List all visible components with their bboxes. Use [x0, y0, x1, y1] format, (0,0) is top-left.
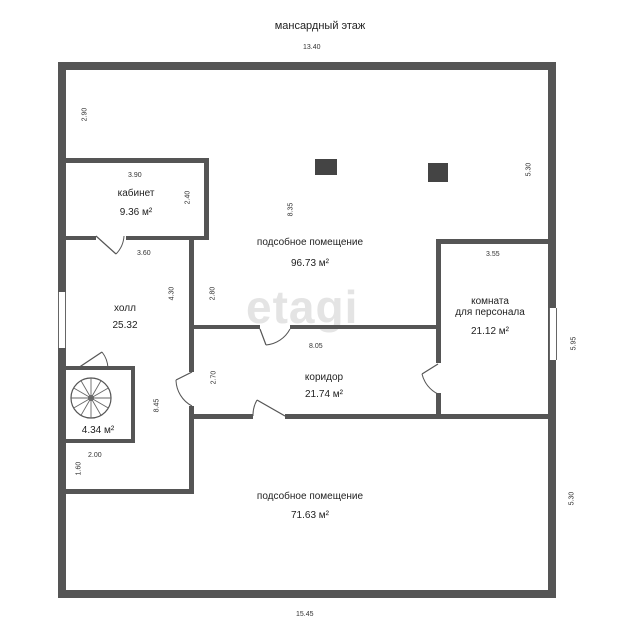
- outer-wall-bottom: [58, 590, 556, 598]
- dimension-kabinet-width: 3.90: [128, 172, 142, 179]
- dimension-lower-height: 8.45: [153, 398, 161, 413]
- room-name-staff-line1: комната: [471, 296, 509, 307]
- dimension-stair-width: 2.00: [88, 452, 102, 459]
- room-name-staff-line2: для персонала: [455, 307, 525, 318]
- dimension-stair-height: 1.60: [75, 461, 83, 476]
- staff-wall-left: [436, 239, 441, 363]
- dimension-central-height: 8.35: [287, 202, 295, 217]
- stair-wall-bottom: [66, 439, 135, 443]
- staff-wall-left-lower: [436, 393, 441, 415]
- holl-wall-bottom: [66, 489, 194, 494]
- dimension-left-upper: 2.90: [81, 107, 89, 122]
- dimension-right-upper: 5.30: [525, 162, 533, 177]
- corridor-wall-bottom: [189, 414, 253, 419]
- holl-wall-right-lower: [189, 406, 194, 494]
- dimension-right-middle: 5.95: [570, 336, 578, 351]
- stair-wall-top: [66, 366, 134, 370]
- dimension-holl-top: 3.60: [137, 250, 151, 257]
- dimension-corridor-width: 8.05: [309, 343, 323, 350]
- corridor-wall-top: [194, 325, 260, 329]
- holl-wall-right: [189, 240, 194, 372]
- chimney-block-1: [315, 159, 337, 175]
- dimension-staff-width: 3.55: [486, 251, 500, 258]
- room-area-kabinet: 9.36 м²: [119, 207, 153, 218]
- watermark: etagi: [246, 281, 359, 333]
- room-name-kabinet: кабинет: [117, 188, 155, 199]
- room-name-corridor: коридор: [304, 372, 344, 383]
- staff-wall-top: [436, 239, 550, 244]
- dimension-right-lower: 5.30: [568, 491, 576, 506]
- room-area-staff: 21.12 м²: [470, 326, 509, 337]
- dimension-corridor-h2: 2.70: [210, 370, 218, 385]
- door-corridor-top: [259, 328, 291, 346]
- room-name-utility-top: подсобное помещение: [256, 237, 364, 248]
- kabinet-wall-bottom: [66, 236, 96, 240]
- corridor-wall-bottom-2: [285, 414, 556, 419]
- door-corridor-bottom: [252, 399, 286, 417]
- kabinet-wall-bottom-2: [126, 236, 209, 240]
- kabinet-wall-right: [204, 158, 209, 240]
- stair-wall-right: [131, 366, 135, 442]
- room-area-utility-top: 96.73 м²: [290, 258, 329, 269]
- plan-title: мансардный этаж: [274, 20, 366, 32]
- window-right: [549, 308, 557, 360]
- room-area-stair: 4.34 м²: [81, 425, 115, 436]
- dimension-bottom: 15.45: [296, 611, 314, 618]
- room-name-utility-bottom: подсобное помещение: [256, 491, 364, 502]
- door-corridor-left: [175, 371, 193, 407]
- dimension-kabinet-height: 2.40: [184, 190, 192, 205]
- room-area-utility-bottom: 71.63 м²: [290, 510, 329, 521]
- dimension-top: 13.40: [303, 44, 321, 51]
- room-area-holl: 25.32: [112, 320, 138, 331]
- window-left: [58, 292, 66, 348]
- corridor-wall-top-2: [290, 325, 438, 329]
- dimension-holl-height: 4.30: [168, 286, 176, 301]
- outer-wall-top: [58, 62, 556, 70]
- door-staff: [421, 363, 439, 395]
- room-name-holl: холл: [114, 303, 136, 314]
- dimension-corridor-h1: 2.80: [209, 286, 217, 301]
- door-stair: [77, 351, 109, 369]
- room-area-corridor: 21.74 м²: [304, 389, 343, 400]
- spiral-staircase-icon: [70, 377, 112, 419]
- kabinet-wall-top: [66, 158, 209, 163]
- door-kabinet: [95, 235, 125, 255]
- chimney-block-2: [428, 163, 448, 182]
